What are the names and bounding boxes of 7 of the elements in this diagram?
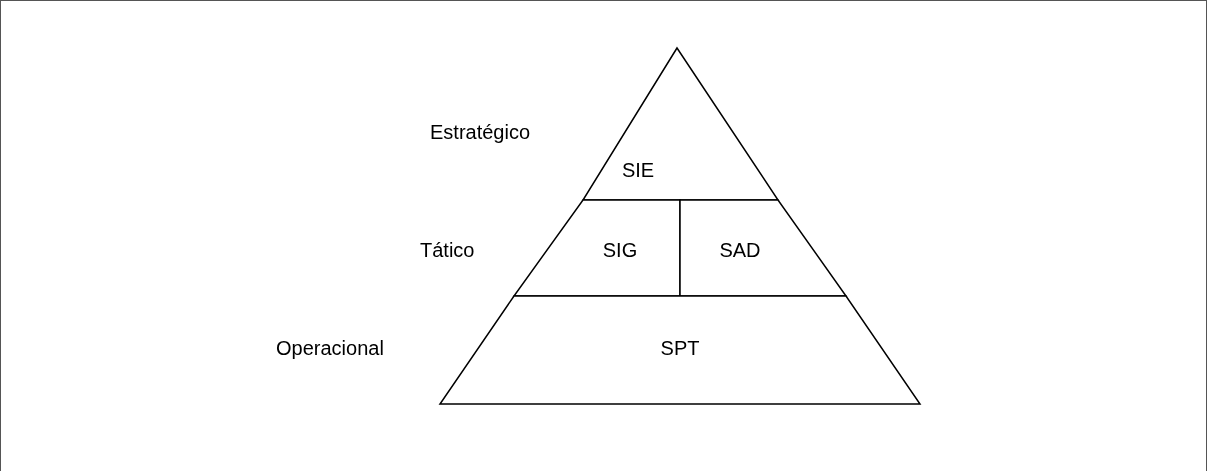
- level-label: Operacional: [276, 338, 384, 358]
- tier-label: SIG: [602, 240, 638, 260]
- level-label: Tático: [420, 240, 475, 260]
- tier-label: SPT: [660, 338, 700, 358]
- tier-label: SIE: [621, 160, 655, 180]
- level-label: Estratégico: [430, 122, 531, 142]
- tier-label: SAD: [719, 240, 761, 260]
